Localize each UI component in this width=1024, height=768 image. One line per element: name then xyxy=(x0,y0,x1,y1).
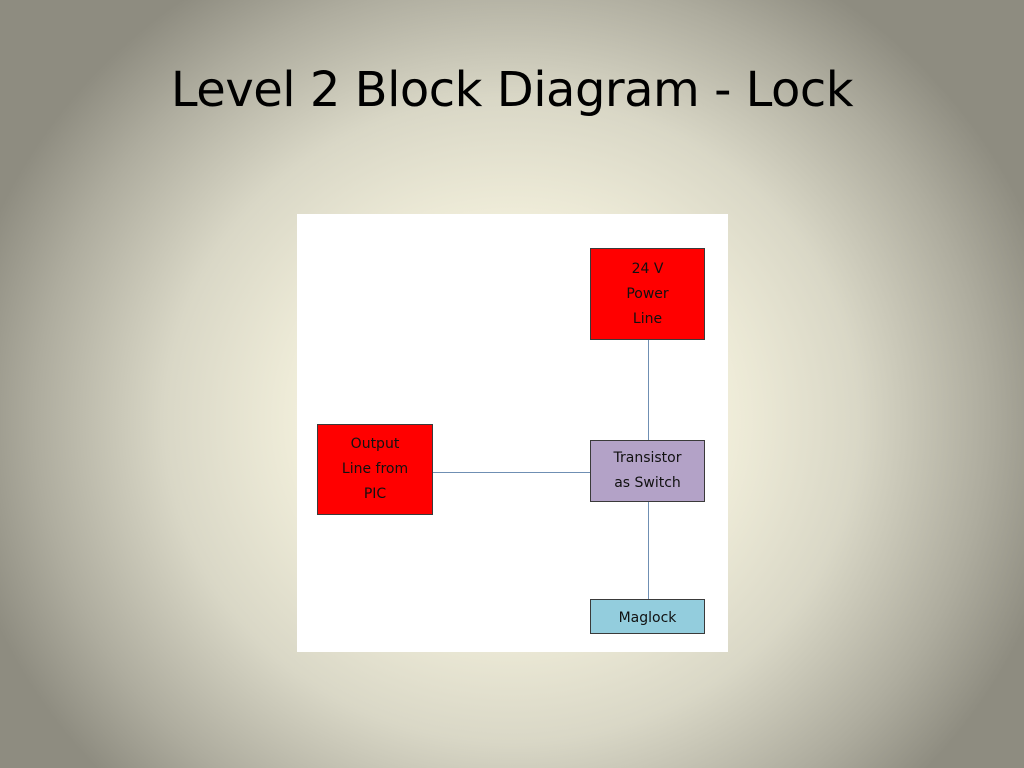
connector-pic-transistor xyxy=(433,472,590,473)
maglock-label: Maglock xyxy=(618,610,677,626)
slide-title: Level 2 Block Diagram - Lock xyxy=(170,62,854,118)
connector-transistor-maglock xyxy=(648,502,649,600)
transistor-switch-block: Transistor as Switch xyxy=(590,440,705,502)
connector-power-transistor xyxy=(648,339,649,440)
pic-output-block: Output Line from PIC xyxy=(317,424,433,515)
pic-output-label: Output Line from PIC xyxy=(341,436,409,502)
power-line-label: 24 V Power Line xyxy=(626,260,669,327)
transistor-switch-label: Transistor as Switch xyxy=(613,450,682,491)
power-line-block: 24 V Power Line xyxy=(590,248,705,340)
maglock-block: Maglock xyxy=(590,599,705,634)
block-diagram: 24 V Power Line Output Line from PIC Tra… xyxy=(297,214,728,652)
